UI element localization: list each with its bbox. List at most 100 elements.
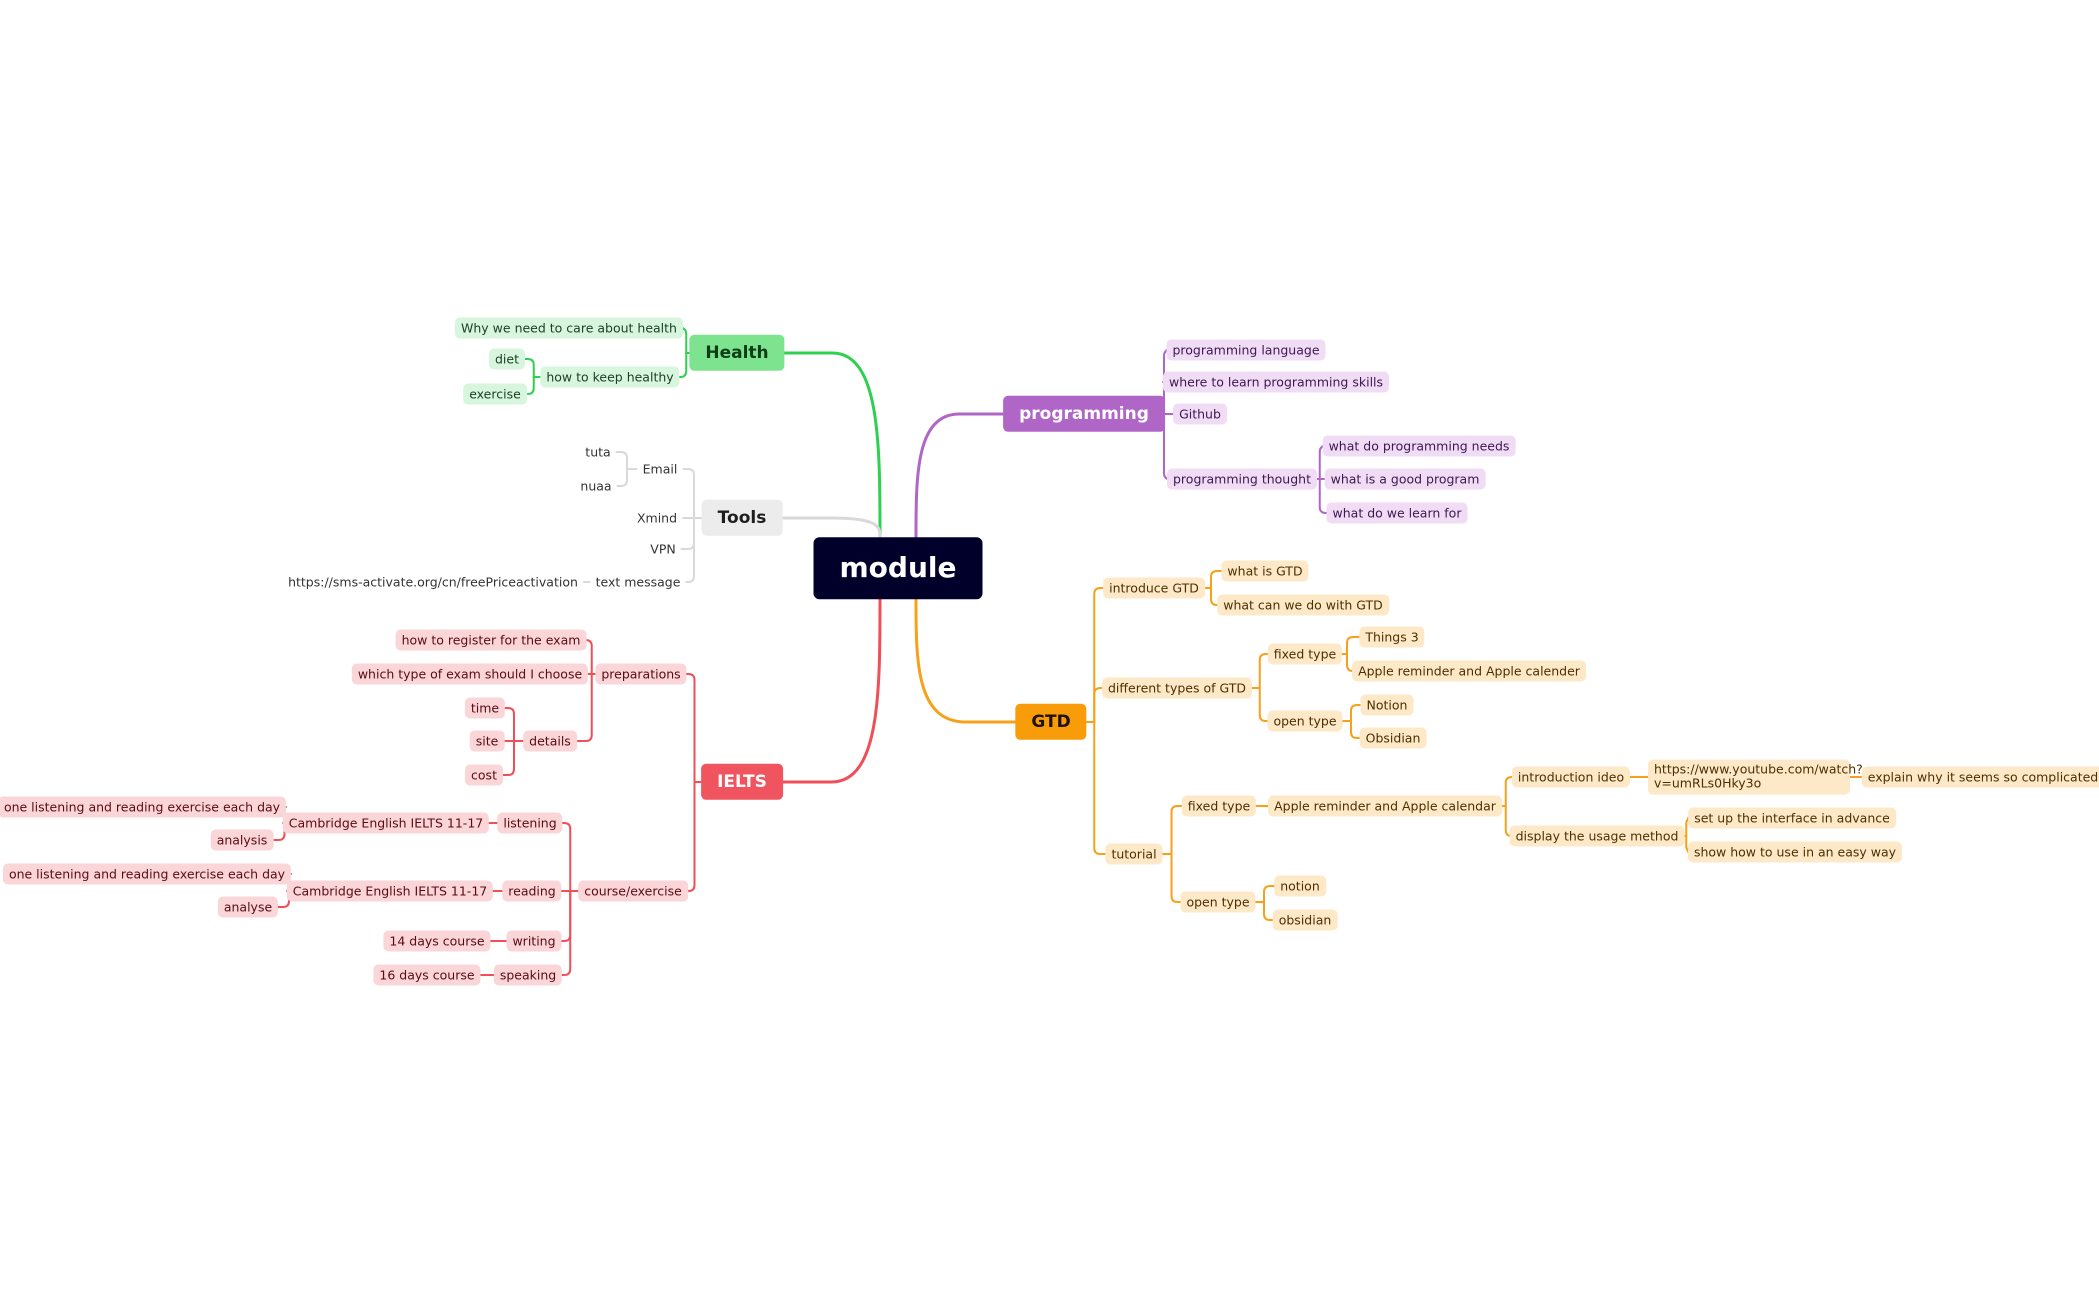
subtopic-what-can-gtd[interactable]: what can we do with GTD [1217,594,1389,616]
connector-line [615,451,628,470]
subtopic-daily-exercise-1[interactable]: one listening and reading exercise each … [0,796,287,818]
subtopic-16-days-course[interactable]: 16 days course [373,964,481,986]
subtopic-things-3[interactable]: Things 3 [1359,626,1425,648]
topic-gtd[interactable]: GTD [1015,703,1087,741]
subtopic-open-type[interactable]: open type [1267,710,1343,732]
connector-line [1350,720,1361,739]
subtopic-course-exercise[interactable]: course/exercise [578,880,688,902]
subtopic-details[interactable]: details [523,730,577,752]
subtopic-obsidian[interactable]: Obsidian [1359,727,1427,749]
connector-line [502,740,515,776]
subtopic-analysis[interactable]: analysis [210,829,274,851]
link-youtube-video[interactable]: https://www.youtube.com/watch?v=umRLs0Hk… [1648,759,1863,795]
connector-line [914,412,1005,539]
subtopic-types-of-gtd[interactable]: different types of GTD [1102,677,1252,699]
subtopic-apple-reminder-calendar[interactable]: Apple reminder and Apple calendar [1268,795,1502,817]
connector-line [685,673,696,783]
subtopic-xmind[interactable]: Xmind [636,510,678,526]
subtopic-what-is-gtd[interactable]: what is GTD [1221,560,1309,582]
subtopic-setup-interface[interactable]: set up the interface in advance [1688,807,1896,829]
connector-line [272,822,286,841]
subtopic-notion[interactable]: Notion [1360,694,1414,716]
subtopic-analyse[interactable]: analyse [217,896,279,918]
subtopic-nuaa[interactable]: nuaa [580,478,612,494]
connector-line [680,517,695,550]
subtopic-14-days-course[interactable]: 14 days course [383,930,491,952]
subtopic-what-programming-needs[interactable]: what do programming needs [1322,435,1516,457]
subtopic-tutorial-notion[interactable]: notion [1274,875,1326,897]
subtopic-exercise[interactable]: exercise [463,383,527,405]
topic-health[interactable]: Health [689,334,785,372]
subtopic-show-easy-way[interactable]: show how to use in an easy way [1687,841,1903,863]
subtopic-time[interactable]: time [464,697,506,719]
subtopic-introduction-video[interactable]: introduction ideo [1511,766,1631,788]
subtopic-apple-reminder-calender[interactable]: Apple reminder and Apple calender [1352,660,1586,682]
subtopic-where-to-learn[interactable]: where to learn programming skills [1162,371,1390,393]
connector-line [1258,687,1269,722]
connector-line [1258,653,1269,689]
connector-line [524,358,535,378]
subtopic-tutorial-fixed-type[interactable]: fixed type [1181,795,1257,817]
subtopic-sms-url[interactable]: https://sms-activate.org/cn/freePriceact… [288,574,578,590]
subtopic-introduce-gtd[interactable]: introduce GTD [1103,577,1205,599]
subtopic-cost[interactable]: cost [465,764,503,786]
subtopic-speaking[interactable]: speaking [493,964,563,986]
connector-line [687,781,696,892]
subtopic-daily-exercise-2[interactable]: one listening and reading exercise each … [2,863,292,885]
subtopic-listening[interactable]: listening [497,812,563,834]
subtopic-which-exam[interactable]: which type of exam should I choose [351,663,589,685]
connector-line [560,890,572,942]
connector-line [1210,570,1223,589]
connector-line [526,376,535,395]
subtopic-explain-complicated[interactable]: explain why it seems so complicated [1861,766,2099,788]
subtopic-vpn[interactable]: VPN [650,541,676,557]
subtopic-how-to-keep-healthy[interactable]: how to keep healthy [540,366,680,388]
subtopic-register-exam[interactable]: how to register for the exam [395,629,587,651]
connector-line [576,673,593,742]
connector-line [1350,704,1362,722]
subtopic-fixed-type[interactable]: fixed type [1267,643,1343,665]
subtopic-preparations[interactable]: preparations [595,663,687,685]
connector-line [1210,587,1218,606]
connector-line [1170,805,1183,855]
subtopic-display-usage[interactable]: display the usage method [1509,825,1685,847]
root-topic[interactable]: module [813,537,983,599]
connector-line [682,468,695,519]
connector-line [1170,853,1182,903]
connector-line [1346,636,1361,655]
connector-line [781,516,882,539]
subtopic-good-program[interactable]: what is a good program [1324,468,1486,490]
subtopic-site[interactable]: site [469,730,505,752]
subtopic-cambridge-listening[interactable]: Cambridge English IELTS 11-17 [282,812,490,834]
connector-line [781,597,882,784]
subtopic-tutorial[interactable]: tutorial [1105,843,1163,865]
subtopic-github[interactable]: Github [1173,403,1227,425]
connector-line [504,707,515,742]
connector-line [616,468,628,487]
subtopic-tutorial-obsidian[interactable]: obsidian [1272,909,1338,931]
topic-tools[interactable]: Tools [701,499,783,537]
subtopic-reading[interactable]: reading [502,880,562,902]
subtopic-cambridge-reading[interactable]: Cambridge English IELTS 11-17 [286,880,494,902]
connector-line [1093,687,1103,723]
connector-line [561,890,572,976]
topic-programming[interactable]: programming [1003,395,1165,433]
subtopic-email[interactable]: Email [642,461,678,477]
subtopic-why-care-health[interactable]: Why we need to care about health [455,317,683,339]
subtopic-programming-thought[interactable]: programming thought [1167,468,1317,490]
subtopic-learn-for[interactable]: what do we learn for [1326,502,1468,524]
subtopic-programming-language[interactable]: programming language [1166,339,1326,361]
connector-line [685,517,695,583]
connector-line [783,351,882,539]
topic-ielts[interactable]: IELTS [701,763,783,801]
subtopic-diet[interactable]: diet [489,348,525,370]
connector-line [1504,776,1513,807]
connector-line [561,822,572,892]
connector-line [1318,478,1328,514]
subtopic-writing[interactable]: writing [506,930,562,952]
subtopic-tuta[interactable]: tuta [585,444,611,460]
connector-line [1093,587,1104,723]
subtopic-tutorial-open-type[interactable]: open type [1180,891,1256,913]
subtopic-text-message[interactable]: text message [595,574,681,590]
